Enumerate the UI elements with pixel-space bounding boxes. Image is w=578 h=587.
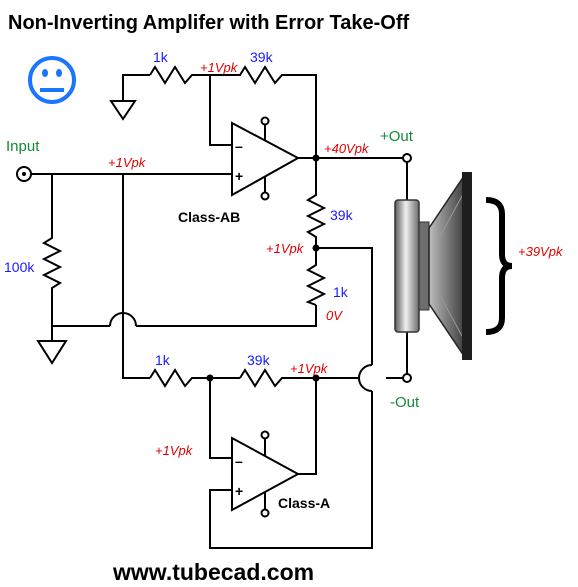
loudspeaker-icon [394, 172, 472, 360]
v-top-fb-label: +1Vpk [200, 60, 239, 75]
input-jack-icon [16, 166, 32, 182]
opamp-ab-minus: – [235, 138, 243, 154]
footer-url: www.tubecad.com [112, 559, 314, 585]
voltage-brace [485, 197, 513, 335]
v-mid-label: +1Vpk [266, 241, 305, 256]
class-a-label: Class-A [278, 495, 330, 511]
v-out40-label: +40Vpk [324, 141, 370, 156]
v-input-label: +1Vpk [108, 155, 147, 170]
opamp-ab-plus: + [235, 168, 243, 184]
resistor-mid-39k [305, 158, 327, 248]
input-label: Input [6, 138, 40, 155]
neutral-face-icon [28, 56, 76, 104]
ground-left [36, 340, 68, 365]
minus-out-label: -Out [390, 394, 420, 411]
r-top-1k-label: 1k [153, 49, 169, 65]
ground-top [109, 74, 150, 121]
v-speaker-label: +39Vpk [518, 244, 564, 259]
class-ab-label: Class-AB [178, 209, 240, 225]
opamp-a-plus: + [235, 483, 243, 499]
resistor-top-39k [210, 65, 317, 158]
r-bot-39k-label: 39k [247, 352, 271, 368]
minus-out-terminal [402, 373, 412, 383]
diagram-title: Non-Inverting Amplifer with Error Take-O… [8, 12, 409, 34]
v-bot-fb-label: +1Vpk [290, 361, 329, 376]
resistor-bottom-39k [239, 368, 358, 388]
plus-out-terminal [402, 153, 412, 163]
resistor-100k [41, 174, 63, 341]
v-zero-label: 0V [326, 308, 343, 323]
v-classa-in-label: +1Vpk [155, 443, 194, 458]
resistor-top-1k [149, 65, 210, 85]
opamp-a-minus: – [235, 453, 243, 469]
r-mid-39k-label: 39k [330, 207, 354, 223]
resistor-mid-1k [305, 248, 327, 306]
r-bot-1k-label: 1k [155, 352, 171, 368]
r-top-39k-label: 39k [250, 49, 274, 65]
plus-out-label: +Out [380, 128, 414, 145]
resistor-bottom-1k [149, 368, 240, 388]
r-mid-1k-label: 1k [333, 284, 349, 300]
r100k-label: 100k [4, 259, 35, 275]
